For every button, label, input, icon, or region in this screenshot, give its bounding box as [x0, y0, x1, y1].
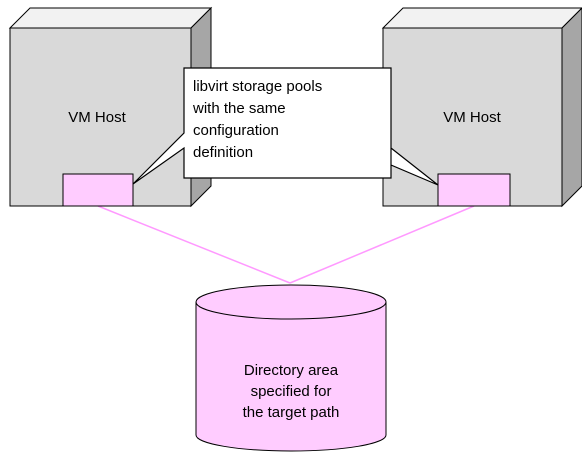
server-side-face	[561, 7, 582, 208]
server-top-face	[8, 7, 213, 29]
vm-host-label-right: VM Host	[443, 109, 501, 126]
storage-cylinder: Directory area specified for the target …	[195, 284, 387, 452]
connector-line-right	[289, 205, 475, 284]
storage-pool-box-left	[62, 173, 134, 207]
vm-host-right: VM Host	[381, 7, 582, 208]
callout-line-4: definition	[193, 144, 253, 161]
storage-line-1: Directory area	[244, 362, 339, 379]
cylinder-top	[195, 284, 387, 320]
callout-shape	[132, 67, 439, 186]
callout-line-1: libvirt storage pools	[193, 78, 322, 95]
server-top-face	[381, 7, 582, 29]
storage-line-3: the target path	[243, 404, 340, 421]
callout-bubble: libvirt storage pools with the same conf…	[132, 67, 439, 186]
connector-line-left	[97, 205, 291, 284]
storage-line-2: specified for	[251, 383, 332, 400]
cylinder-body	[195, 302, 387, 452]
callout-line-3: configuration	[193, 122, 279, 139]
connector-lines	[97, 205, 475, 284]
vm-host-label-left: VM Host	[68, 109, 126, 126]
callout-line-2: with the same	[192, 100, 286, 117]
vm-host-left: VM Host	[8, 6, 213, 208]
storage-pool-box-right	[437, 173, 511, 207]
